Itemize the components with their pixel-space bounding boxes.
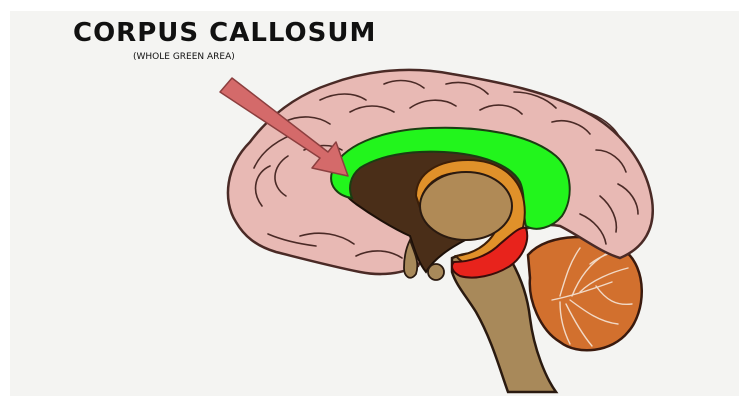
thalamus [420, 172, 512, 240]
diagram-subtitle: (WHOLE GREEN AREA) [133, 52, 235, 62]
diagram-title: CORPUS CALLOSUM [73, 18, 376, 48]
pituitary-bulb [428, 264, 444, 280]
